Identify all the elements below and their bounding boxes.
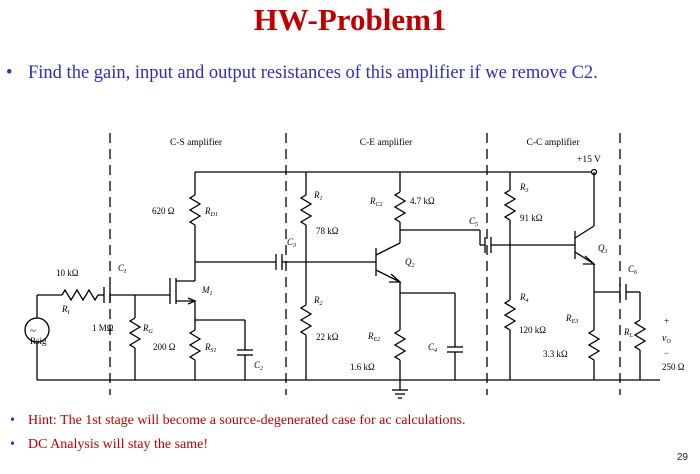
rs1-name: RS1 bbox=[204, 342, 217, 354]
r1-name: R1 bbox=[313, 190, 323, 202]
r4-name: R4 bbox=[519, 292, 529, 304]
stage-label-cs: C-S amplifier bbox=[170, 137, 223, 148]
re2-name: RE2 bbox=[367, 331, 380, 343]
c3-label: C3 bbox=[287, 237, 296, 249]
rd1-name: RD1 bbox=[204, 206, 218, 218]
c1-label: CI bbox=[118, 263, 127, 275]
re3-name: RE3 bbox=[565, 313, 578, 325]
bullet-icon: • bbox=[6, 63, 13, 83]
r3-name: R3 bbox=[519, 182, 529, 194]
c6-label: C6 bbox=[628, 264, 637, 276]
q3-label: Q3 bbox=[598, 243, 608, 255]
m1-label: M1 bbox=[201, 285, 213, 297]
c5-label: C5 bbox=[469, 216, 478, 228]
r4-value: 120 kΩ bbox=[519, 325, 546, 335]
vo-label: vO bbox=[662, 333, 671, 345]
rs1-value: 200 Ω bbox=[153, 342, 176, 352]
hint-text-2: DC Analysis will stay the same! bbox=[28, 437, 209, 452]
re2-value: 1.6 kΩ bbox=[350, 362, 375, 372]
c4-label: C4 bbox=[428, 342, 437, 354]
hint-text-1: Hint: The 1st stage will become a source… bbox=[28, 413, 466, 428]
hint-line-2: • DC Analysis will stay the same! bbox=[10, 437, 208, 453]
rl-name: RL bbox=[623, 327, 634, 339]
rsig-name: RI bbox=[61, 304, 71, 316]
supply-label: +15 V bbox=[577, 155, 601, 165]
slide-title: HW-Problem1 bbox=[253, 2, 447, 37]
r1-value: 78 kΩ bbox=[316, 226, 339, 236]
q2-label: Q2 bbox=[405, 257, 415, 269]
rsig-value: 10 kΩ bbox=[56, 268, 79, 278]
rd1-value: 620 Ω bbox=[152, 206, 175, 216]
r2-name: R2 bbox=[313, 295, 323, 307]
hint-line-1: • Hint: The 1st stage will become a sourc… bbox=[10, 413, 465, 429]
rl-value: 250 Ω bbox=[662, 362, 685, 372]
problem-text: Find the gain, input and output resistan… bbox=[28, 63, 598, 83]
bullet-icon: • bbox=[10, 413, 15, 428]
page-number: 29 bbox=[676, 452, 688, 463]
rsig-label: Rsig bbox=[30, 336, 47, 346]
rg-name: RG bbox=[142, 323, 154, 335]
bullet-icon: • bbox=[10, 437, 15, 452]
stage-label-ce: C-E amplifier bbox=[360, 137, 413, 148]
source-symbol: ~ bbox=[30, 325, 36, 337]
vo-minus: − bbox=[664, 348, 669, 358]
rg-value: 1 MΩ bbox=[92, 323, 114, 333]
rc2-value: 4.7 kΩ bbox=[410, 196, 435, 206]
stage-label-cc: C-C amplifier bbox=[526, 137, 580, 148]
r3-value: 91 kΩ bbox=[520, 213, 543, 223]
rc2-name: RC2 bbox=[369, 196, 383, 208]
r2-value: 22 kΩ bbox=[316, 332, 339, 342]
re3-value: 3.3 kΩ bbox=[543, 349, 568, 359]
problem-statement: • Find the gain, input and output resista… bbox=[6, 63, 598, 84]
c2-label: C2 bbox=[254, 360, 263, 372]
vo-plus: + bbox=[664, 316, 669, 326]
